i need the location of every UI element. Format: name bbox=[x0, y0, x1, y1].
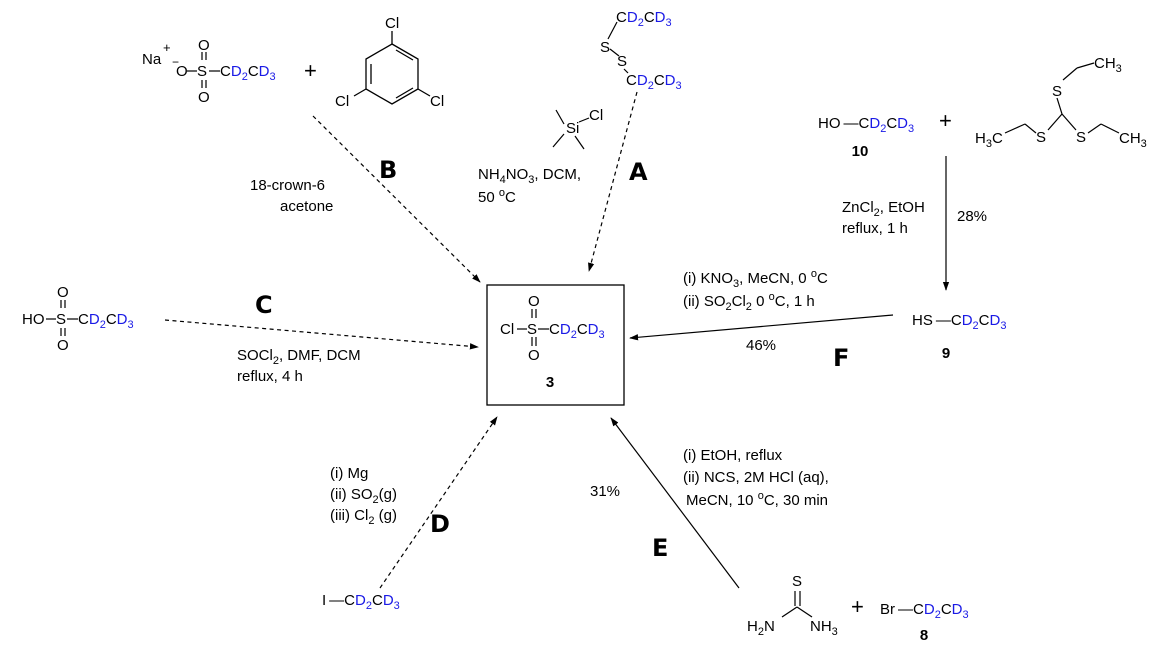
svg-text:Br—CD2CD3: Br—CD2CD3 bbox=[880, 601, 969, 621]
svg-text:O: O bbox=[57, 337, 69, 354]
route-d-step-3: (iii) Cl2 (g) bbox=[330, 507, 397, 527]
triethyl-orthothioformate: S CH3 S H3C S CH3 bbox=[975, 55, 1147, 150]
svg-text:S: S bbox=[1076, 129, 1086, 146]
svg-text:−: − bbox=[172, 55, 179, 69]
route-f-yield: 46% bbox=[746, 337, 776, 354]
svg-text:H3C: H3C bbox=[975, 130, 1003, 150]
route-b-cond-2: acetone bbox=[280, 198, 333, 215]
svg-text:+: + bbox=[939, 108, 952, 133]
svg-text:+: + bbox=[851, 594, 864, 619]
svg-text:HS—CD2CD3: HS—CD2CD3 bbox=[912, 312, 1006, 332]
route-d-letter: D bbox=[430, 510, 450, 538]
svg-text:S: S bbox=[600, 39, 610, 56]
svg-text:Cl: Cl bbox=[589, 107, 603, 124]
svg-text:H2N: H2N bbox=[747, 618, 775, 638]
compound-9: HS—CD2CD3 9 bbox=[912, 312, 1006, 362]
svg-text:Cl: Cl bbox=[500, 321, 514, 338]
thiol-step-cond-2: reflux, 1 h bbox=[842, 220, 908, 237]
route-d-step-2: (ii) SO2(g) bbox=[330, 486, 397, 506]
svg-text:CD2CD3: CD2CD3 bbox=[78, 311, 134, 331]
arrow-route-c bbox=[164, 319, 479, 350]
svg-text:CH3: CH3 bbox=[1094, 55, 1122, 75]
route-f-letter: F bbox=[833, 344, 849, 372]
svg-text:CD2CD3: CD2CD3 bbox=[220, 63, 276, 83]
compound-9-label: 9 bbox=[942, 345, 950, 362]
svg-text:Na: Na bbox=[142, 51, 162, 68]
arrow-route-e bbox=[610, 417, 740, 589]
svg-text:Cl: Cl bbox=[385, 15, 399, 32]
route-f-step-2: (ii) SO2Cl2 0 oC, 1 h bbox=[683, 291, 815, 313]
svg-text:Cl: Cl bbox=[335, 93, 349, 110]
route-a-reactants: CD2CD3 S S CD2CD3 Si Cl bbox=[552, 9, 682, 150]
svg-text:O: O bbox=[198, 37, 210, 54]
compound-8-label: 8 bbox=[920, 627, 928, 644]
svg-text:S: S bbox=[617, 53, 627, 70]
svg-text:CD2CD3: CD2CD3 bbox=[616, 9, 672, 29]
svg-text:Cl: Cl bbox=[430, 93, 444, 110]
svg-text:S: S bbox=[792, 573, 802, 590]
svg-text:+: + bbox=[163, 40, 171, 55]
svg-text:S: S bbox=[56, 311, 66, 328]
route-d-reactant: I—CD2CD3 bbox=[322, 592, 400, 612]
arrow-route-b bbox=[312, 115, 481, 283]
compound-10: HO—CD2CD3 10 + bbox=[818, 108, 952, 160]
svg-text:CD2CD3: CD2CD3 bbox=[549, 321, 605, 341]
target-box bbox=[486, 284, 625, 406]
svg-text:O: O bbox=[57, 284, 69, 301]
svg-text:O: O bbox=[198, 89, 210, 106]
compound-3-label: 3 bbox=[546, 374, 554, 391]
route-c-cond-1: SOCl2, DMF, DCM bbox=[237, 347, 361, 367]
target-compound-3: Cl S O O CD2CD3 3 bbox=[486, 284, 625, 406]
svg-text:Si: Si bbox=[566, 120, 579, 137]
svg-text:O: O bbox=[528, 293, 540, 310]
route-e-step-3: MeCN, 10 oC, 30 min bbox=[686, 490, 828, 509]
arrow-route-a bbox=[588, 91, 638, 272]
route-f-step-1: (i) KNO3, MeCN, 0 oC bbox=[683, 268, 828, 290]
route-e-step-1: (i) EtOH, reflux bbox=[683, 447, 783, 464]
svg-text:S: S bbox=[1036, 129, 1046, 146]
svg-text:CD2CD3: CD2CD3 bbox=[626, 72, 682, 92]
route-c-cond-2: reflux, 4 h bbox=[237, 368, 303, 385]
route-e-reactants: S H2N NH3 + Br—CD2CD3 8 bbox=[747, 573, 969, 644]
route-a-letter: A bbox=[629, 158, 648, 186]
arrow-route-f bbox=[629, 314, 894, 341]
svg-text:S: S bbox=[197, 63, 207, 80]
svg-text:O: O bbox=[176, 63, 188, 80]
route-b-reactants: Na + O − S O O CD2CD3 + Cl Cl Cl bbox=[142, 15, 444, 110]
route-c-reactant: HO S O O CD2CD3 bbox=[22, 284, 134, 354]
route-b-letter: B bbox=[379, 156, 397, 184]
route-a-reagent: NH4NO3, DCM, bbox=[478, 166, 581, 186]
svg-text:+: + bbox=[304, 58, 317, 83]
svg-text:CH3: CH3 bbox=[1119, 130, 1147, 150]
route-b-cond-1: 18-crown-6 bbox=[250, 177, 325, 194]
route-d-step-1: (i) Mg bbox=[330, 465, 368, 482]
svg-text:NH3: NH3 bbox=[810, 618, 838, 638]
svg-text:HO: HO bbox=[22, 311, 45, 328]
compound-10-label: 10 bbox=[852, 143, 869, 160]
thiol-step-cond-1: ZnCl2, EtOH bbox=[842, 199, 925, 219]
route-a-temp: 50 oC bbox=[478, 187, 516, 206]
thiol-step-yield: 28% bbox=[957, 208, 987, 225]
svg-text:S: S bbox=[1052, 83, 1062, 100]
svg-text:S: S bbox=[527, 321, 537, 338]
route-c-letter: C bbox=[255, 291, 273, 319]
route-e-step-2: (ii) NCS, 2M HCl (aq), bbox=[683, 469, 829, 486]
route-e-yield: 31% bbox=[590, 483, 620, 500]
route-e-letter: E bbox=[652, 534, 668, 562]
svg-text:HO—CD2CD3: HO—CD2CD3 bbox=[818, 115, 914, 135]
arrow-route-d bbox=[379, 416, 498, 589]
svg-text:O: O bbox=[528, 347, 540, 364]
